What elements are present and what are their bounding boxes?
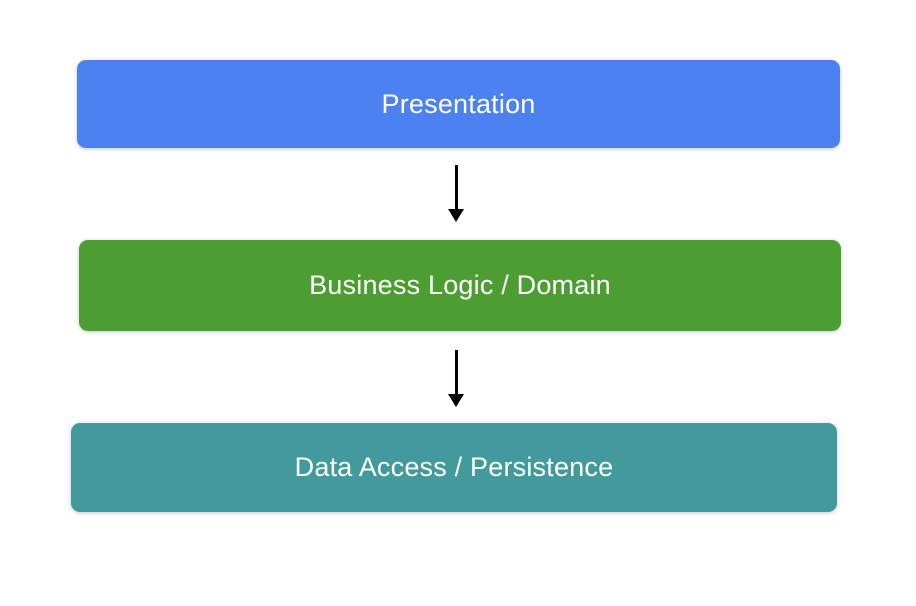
down-arrow-2: [448, 350, 464, 407]
layer-label-data-access: Data Access / Persistence: [294, 452, 614, 482]
layer-label-presentation: Presentation: [381, 88, 536, 119]
layer-box-business-logic: Business Logic / Domain: [79, 240, 841, 331]
layer-box-data-access: Data Access / Persistence: [71, 423, 837, 512]
down-arrow-1-line: [454, 165, 458, 209]
down-arrow-2-line: [454, 350, 458, 394]
down-arrow-1-head-icon: [448, 209, 464, 222]
layer-box-presentation: Presentation: [77, 60, 840, 148]
down-arrow-2-head-icon: [448, 394, 464, 407]
down-arrow-1: [448, 165, 464, 222]
layer-label-business-logic: Business Logic / Domain: [309, 270, 611, 300]
